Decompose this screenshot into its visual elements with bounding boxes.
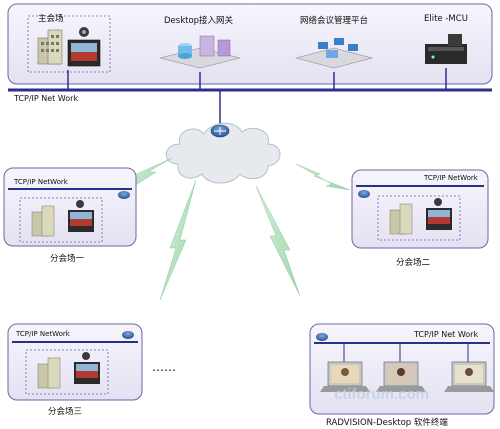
management-platform-label: 网络会议管理平台 [300,16,369,26]
laptop-icon [376,361,426,392]
branch-2-label: 分会场二 [396,258,431,268]
desktop-network-label: TCP/IP Net Work [414,330,479,339]
desktop-clients-label: RADVISION-Desktop 软件终端 [326,418,448,428]
gateway-servers-icon [159,35,241,69]
branch-2-network-label: TCP/IP NetWork [424,174,478,182]
video-terminal-icon [67,27,101,67]
wan-links [127,157,351,301]
branch-1-network-label: TCP/IP NetWork [14,178,68,186]
desktop-gateway-label: Desktop接入网关 [164,16,234,26]
internet-cloud [165,90,281,184]
mcu-icon [425,34,467,64]
desktop-clients-panel [309,323,495,415]
branch-3-network-label: TCP/IP NetWork [16,330,70,338]
watermark: ctiforum.com [334,386,430,403]
laptop-icon [320,361,370,392]
building-icon [37,29,63,65]
branch-site-3-panel [7,323,143,401]
branch-site-2-panel [351,169,489,249]
more-sites-ellipsis: …… [152,360,176,374]
mcu-label: Elite -MCU [424,14,468,24]
main-site-panel [7,3,493,92]
main-site-label: 主会场 [38,14,64,24]
laptop-icon [444,361,494,392]
link-to-branch-3 [159,179,197,301]
branch-site-1-panel [3,167,137,247]
branch-1-label: 分会场一 [50,254,85,264]
link-to-branch-2 [295,163,351,191]
core-router-icon [210,124,230,138]
management-platform-icon [294,38,374,69]
branch-3-label: 分会场三 [48,407,83,417]
main-network-label: TCP/IP Net Work [14,94,79,103]
link-to-desktop [255,185,301,297]
